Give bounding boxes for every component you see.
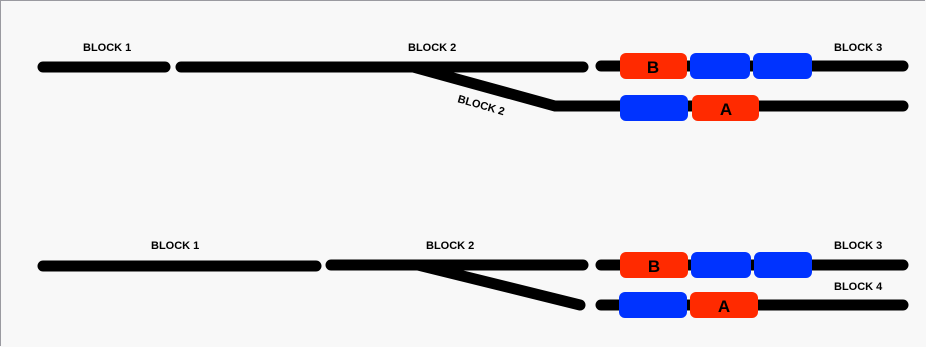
label-block4: BLOCK 4 [834, 281, 883, 293]
car-blue-2 [754, 252, 812, 278]
label-block1: BLOCK 1 [83, 42, 131, 54]
label-block2: BLOCK 2 [408, 42, 456, 54]
car-blue-3 [619, 292, 687, 318]
car-b [620, 53, 687, 79]
car-b [620, 252, 688, 278]
track-block2-siding [412, 259, 586, 311]
label-block2-siding: BLOCK 2 [456, 93, 506, 118]
car-blue-2 [753, 53, 812, 79]
car-blue-3 [620, 95, 688, 121]
track-block2-siding [411, 61, 598, 112]
label-block2: BLOCK 2 [426, 240, 474, 252]
diagram-bottom: BLOCK 1 BLOCK 2 BLOCK 3 BLOCK 4 B A [37, 240, 909, 318]
car-blue-1 [691, 252, 751, 278]
car-a-label: A [720, 100, 732, 119]
label-block3: BLOCK 3 [834, 240, 882, 252]
car-b-label: B [647, 58, 659, 77]
label-block1: BLOCK 1 [151, 240, 199, 252]
label-block3: BLOCK 3 [834, 42, 882, 54]
car-blue-1 [690, 53, 750, 79]
diagram-top: BLOCK 1 BLOCK 2 BLOCK 2 BLOCK 3 B A [37, 42, 909, 121]
car-a [692, 95, 759, 121]
car-b-label: B [648, 257, 660, 276]
car-a-label: A [718, 297, 730, 316]
car-a [690, 292, 758, 318]
